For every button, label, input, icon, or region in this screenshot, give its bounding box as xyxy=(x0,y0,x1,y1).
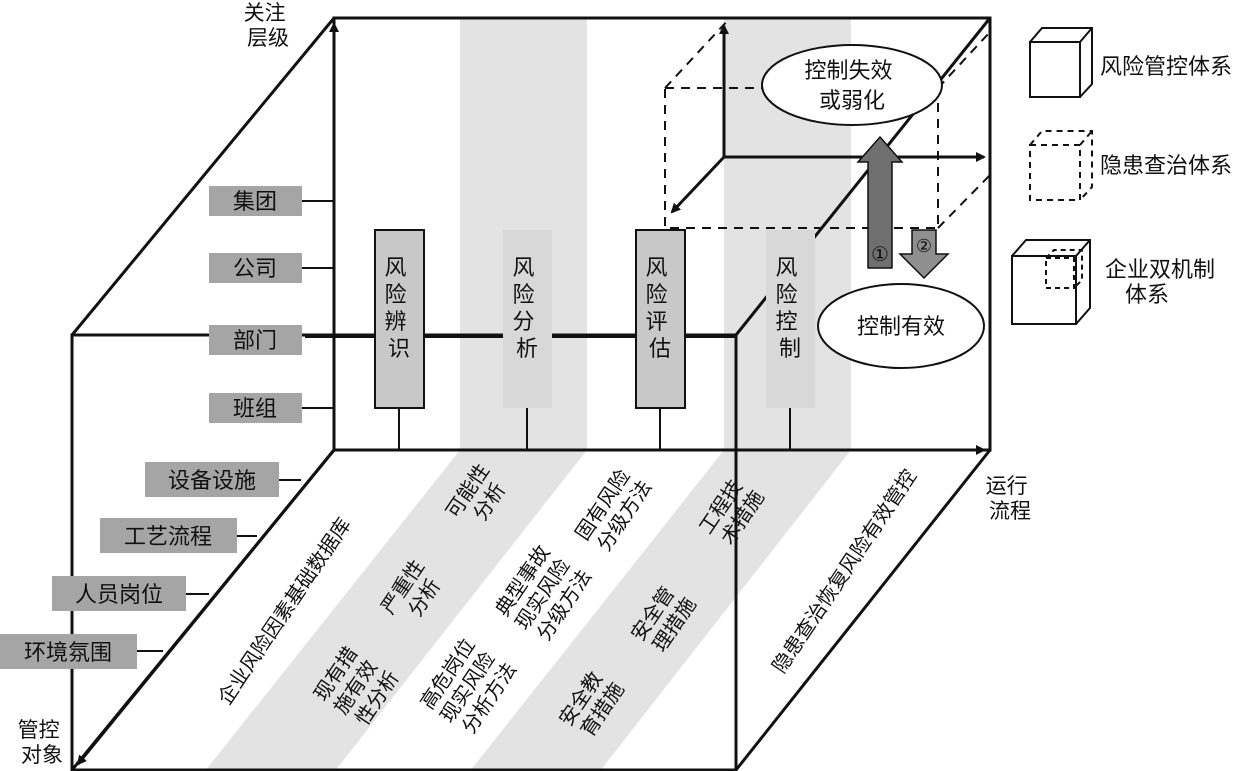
floor-inherent-risk: 固有风险 分级方法 xyxy=(570,460,658,558)
level-box-department xyxy=(209,325,302,355)
legend-dual-cube-icon xyxy=(1011,239,1091,325)
object-box-equipment xyxy=(145,462,279,497)
legend-risk-control: 风险管控体系 xyxy=(1100,55,1232,80)
object-box-personnel xyxy=(52,576,186,611)
column-evaluate: 风 险 评 估 xyxy=(645,256,674,362)
floor-band-1 xyxy=(205,450,587,771)
failure-label: 控制失效 或弱化 xyxy=(804,59,899,114)
effective-label: 控制有效 xyxy=(857,315,945,340)
object-process: 工艺流程 xyxy=(124,525,212,550)
column-control: 风 险 控 制 xyxy=(775,256,804,362)
failure-arrow-up xyxy=(856,135,904,269)
object-box-process xyxy=(100,518,237,553)
column-identify-box xyxy=(374,229,425,409)
recovery-arrow-down xyxy=(898,229,950,280)
axis-horizontal-title: 运行 流程 xyxy=(986,474,1035,523)
level-team: 班组 xyxy=(233,397,277,422)
object-equipment: 设备设施 xyxy=(168,469,256,494)
object-box-environment xyxy=(0,634,137,669)
inner-axes xyxy=(670,24,986,214)
level-box-team xyxy=(209,393,302,423)
object-environment: 环境氛围 xyxy=(24,641,112,666)
object-personnel: 人员岗位 xyxy=(75,583,163,608)
legend-dual: 企业双机制 体系 xyxy=(1105,258,1222,308)
level-labels: 集团 公司 部门 班组 xyxy=(209,186,334,423)
legend-solid-cube-icon xyxy=(1029,27,1093,98)
effective-ellipse xyxy=(817,283,985,369)
legend: 风险管控体系 隐患查治体系 企业双机制 体系 xyxy=(1011,27,1232,325)
axis-vertical-title: 关注 层级 xyxy=(244,1,293,50)
legend-dashed-cube-icon xyxy=(1029,130,1093,201)
level-group: 集团 xyxy=(233,190,277,215)
column-analysis: 风 险 分 析 xyxy=(512,256,541,362)
level-company: 公司 xyxy=(233,257,277,282)
column-analysis-box xyxy=(503,230,552,408)
floor-band-2 xyxy=(470,450,851,771)
level-department: 部门 xyxy=(233,329,277,354)
process-columns: 风 险 辨 识 风 险 分 析 风 险 评 估 风 险 控 制 xyxy=(374,229,815,450)
axis-depth-title: 管控 对象 xyxy=(18,718,67,767)
arrow-label-up: ① xyxy=(871,242,889,266)
arrow-label-down: ② xyxy=(916,236,932,257)
level-box-group xyxy=(209,186,302,216)
object-labels: 设备设施 工艺流程 人员岗位 环境氛围 xyxy=(0,462,301,669)
column-identify: 风 险 辨 识 xyxy=(384,256,413,362)
column-control-box xyxy=(766,230,815,408)
failure-ellipse xyxy=(761,44,943,126)
level-box-company xyxy=(209,253,302,283)
legend-hazard: 隐患查治体系 xyxy=(1100,154,1232,179)
